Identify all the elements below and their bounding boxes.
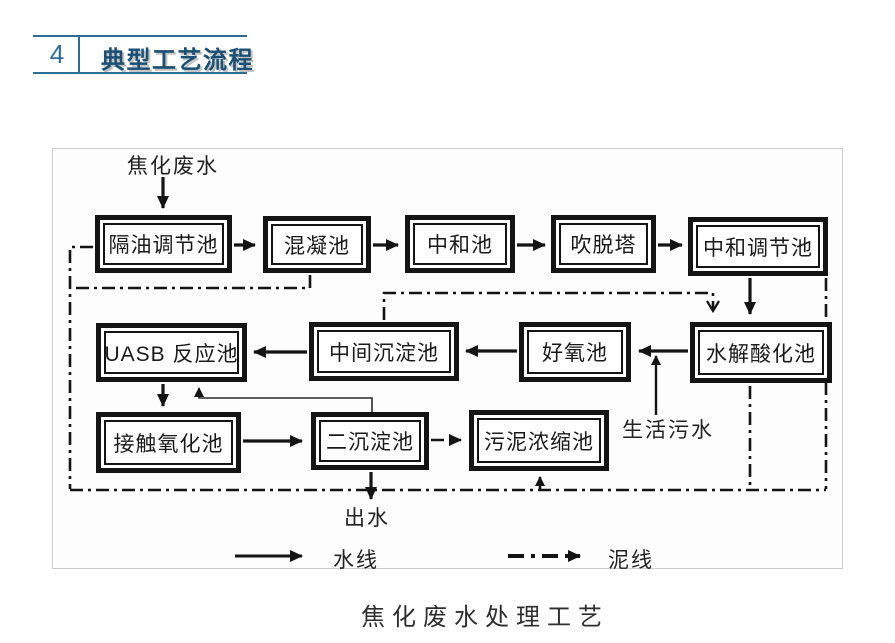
node-uasb-reactor: UASB 反应池: [96, 323, 247, 382]
figure-caption: 焦化废水处理工艺: [361, 604, 609, 631]
label-effluent: 出水: [344, 507, 390, 530]
section-number: 4: [49, 39, 65, 69]
label-domestic-sewage: 生活污水: [622, 419, 714, 442]
node-sludge-thickening-tank: 污泥浓缩池: [469, 410, 609, 471]
node-hydrolysis-acidification-tank: 水解酸化池: [690, 322, 832, 383]
section-title: 典型工艺流程: [101, 47, 254, 74]
node-stripping-tower: 吹脱塔: [551, 215, 656, 273]
node-contact-oxidation-tank: 接触氧化池: [96, 412, 241, 473]
node-neutralization-tank: 中和池: [405, 215, 515, 273]
legend-sludge-label: 泥线: [608, 549, 654, 572]
node-coagulation-tank: 混凝池: [263, 216, 371, 273]
header-rule-bottom: [33, 72, 247, 74]
node-neutralization-regulation-tank: 中和调节池: [688, 217, 828, 276]
label-influent: 焦化废水: [127, 155, 219, 178]
node-intermediate-sedimentation-tank: 中间沉淀池: [309, 322, 459, 381]
legend-water-label: 水线: [333, 549, 379, 572]
header-rule-top: [33, 35, 247, 37]
node-secondary-sedimentation-tank: 二沉淀池: [311, 412, 429, 470]
node-aerobic-tank: 好氧池: [519, 322, 631, 382]
header-divider: [78, 37, 80, 72]
node-oil-separation-regulation-tank: 隔油调节池: [95, 215, 232, 273]
